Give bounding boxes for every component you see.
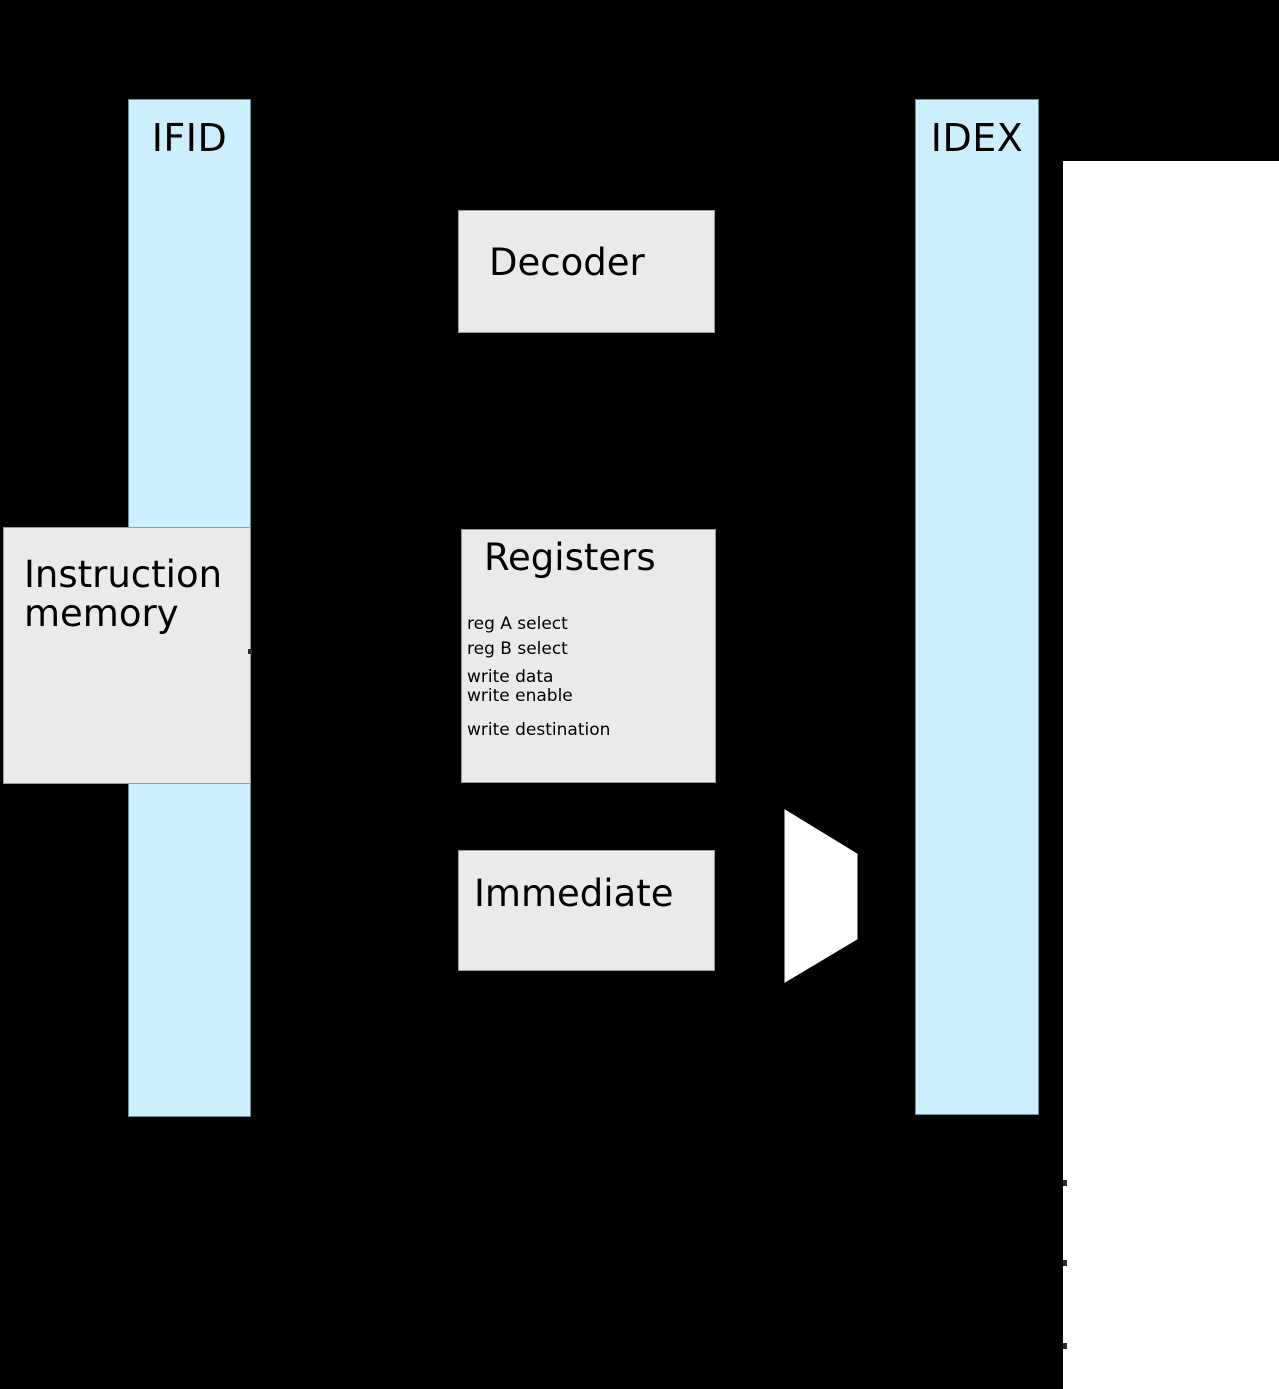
unit-decoder[interactable]: Decoder: [458, 210, 715, 333]
unit-immediate[interactable]: Immediate: [458, 850, 715, 971]
pipeline-register-ifid-label: IFID: [151, 116, 228, 160]
connector-speck-panel-middle: [1063, 1260, 1067, 1266]
unit-registers[interactable]: Registers reg A select reg B select writ…: [461, 529, 716, 783]
unit-instruction-memory-label: Instruction memory: [24, 553, 223, 635]
pipeline-register-idex-label: IDEX: [930, 116, 1024, 160]
registers-signal-write-data: write data: [467, 667, 554, 687]
unit-decoder-label: Decoder: [489, 241, 645, 284]
pipeline-register-idex[interactable]: IDEX: [915, 99, 1039, 1115]
unit-immediate-label: Immediate: [474, 872, 674, 915]
unit-instruction-memory[interactable]: Instruction memory: [3, 527, 251, 784]
operand-mux-icon[interactable]: [783, 806, 863, 986]
connector-speck-panel-lower: [1063, 1343, 1067, 1349]
registers-signal-reg-a-select: reg A select: [467, 614, 568, 634]
registers-signal-write-enable: write enable: [467, 686, 573, 706]
registers-signal-write-destination: write destination: [467, 720, 611, 740]
connector-speck-panel-upper: [1063, 1180, 1067, 1186]
registers-signal-list: reg A select reg B select write data wri…: [467, 616, 610, 739]
connector-speck-instruction-memory: [248, 649, 252, 654]
right-white-panel: [1063, 161, 1279, 1389]
registers-signal-reg-b-select: reg B select: [467, 639, 568, 659]
unit-registers-title: Registers: [484, 536, 656, 579]
